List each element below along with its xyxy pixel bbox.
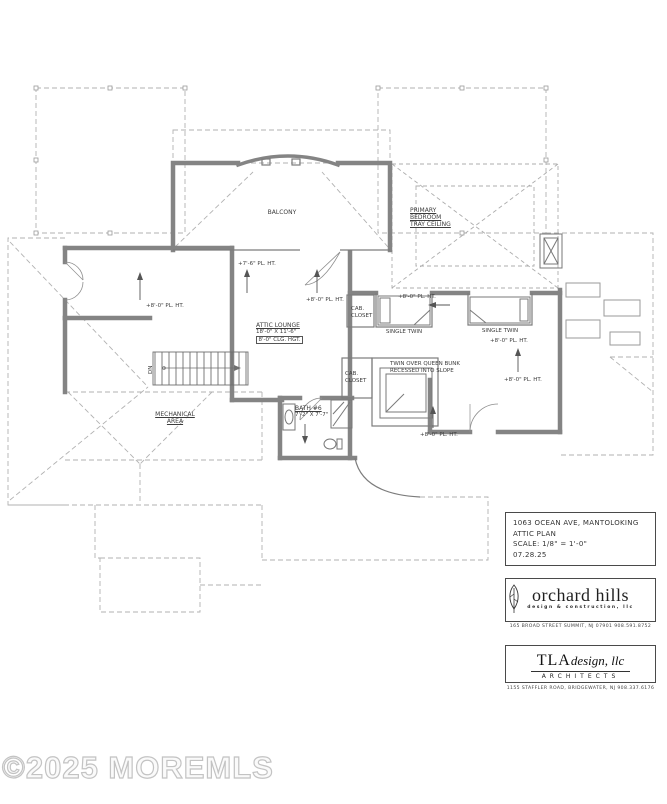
architect-address: 1155 STAFFLER ROAD, BRIDGEWATER, NJ 908.… [506, 686, 655, 691]
plate-height-label: +8'-0" PL. HT. [490, 338, 528, 344]
project-address: 1063 OCEAN AVE, MANTOLOKING [513, 519, 639, 527]
room-label-line: PRIMARY [410, 207, 437, 214]
room-label-line: TRAY CEILING [410, 221, 451, 228]
drawing-date: 07.28.25 [513, 550, 547, 559]
plate-height-label: +8'-0" PL. HT. [420, 432, 458, 438]
ceiling-height-note: 8'-0" CLG. HGT. [256, 335, 304, 344]
partitions [173, 158, 533, 498]
closet-label-2: CAB. CLOSET [345, 371, 366, 384]
mls-watermark: ©2025 MOREMLS [1, 749, 274, 785]
bed-label-single-twin-2: SINGLE TWIN [481, 328, 519, 334]
plate-height-label: +8'-0" PL. HT. [146, 303, 184, 309]
room-label-line: BEDROOM [410, 214, 442, 221]
bed-label-single-twin-1: SINGLE TWIN [385, 329, 423, 335]
room-label-balcony: BALCONY [267, 209, 297, 216]
room-label-bath: BATH #6 7'-2" X 7'-7" [295, 405, 328, 419]
drawing-scale: SCALE: 1/8" = 1'-0" [513, 540, 588, 548]
room-label-line: ATTIC LOUNGE [256, 322, 300, 329]
roof-outline [7, 87, 654, 613]
bunk-note-line: TWIN OVER QUEEN BUNK [390, 361, 461, 367]
architect-name-rest: design, llc [570, 653, 625, 668]
title-block-project: 1063 OCEAN AVE, MANTOLOKING ATTIC PLAN S… [505, 512, 656, 566]
plate-height-label: +7'-6" PL. HT. [238, 261, 276, 267]
title-block-builder: orchard hills design & construction, llc [505, 578, 656, 622]
drawing-title: ATTIC PLAN [513, 529, 557, 538]
room-label-attic-lounge: ATTIC LOUNGE 18'-0" X 11'-6" 8'-0" CLG. … [256, 322, 304, 344]
closet-label-line: CLOSET [345, 377, 367, 384]
room-label-mechanical: MECHANICAL AREA [146, 411, 204, 425]
plate-height-label: +8'-0" PL. HT. [504, 377, 542, 383]
room-label-line: BATH #6 [295, 405, 322, 412]
builder-name: orchard hills [532, 585, 629, 605]
title-block-architect: TLAdesign, llc ARCHITECTS [505, 645, 656, 683]
plate-height-label: +8'-0" PL. HT. [306, 297, 344, 303]
height-arrows [137, 269, 521, 444]
room-label-primary-bedroom: PRIMARY BEDROOM TRAY CEILING [410, 207, 451, 228]
builder-address: 165 BROAD STREET SUMMIT, NJ 07901 908.59… [509, 624, 652, 629]
stairs-down-label: DN [148, 365, 154, 374]
deck-post-ticks [33, 85, 549, 236]
misc-fixtures [539, 233, 641, 346]
builder-tagline: design & construction, llc [527, 605, 634, 610]
bunk-note: TWIN OVER QUEEN BUNK RECESSED INTO SLOPE [390, 361, 460, 374]
bunk-note-line: RECESSED INTO SLOPE [390, 367, 454, 374]
architect-initials: TLA [536, 652, 571, 669]
closet-label-1: CAB. CLOSET [351, 306, 372, 319]
room-dimensions: 18'-0" X 11'-6" [256, 329, 297, 335]
room-label-line: MECHANICAL [155, 411, 195, 418]
door-swings [64, 251, 499, 433]
bath-fixtures [282, 399, 353, 450]
architect-name: TLAdesign, llc [530, 650, 631, 672]
leaf-icon [509, 584, 519, 613]
plate-height-label: +8'-0" PL. HT. [398, 294, 436, 300]
closet-label-line: CAB. [345, 371, 359, 377]
stairs [152, 351, 249, 386]
beds [377, 295, 531, 419]
closet-label-line: CAB. [351, 306, 365, 312]
architect-tagline: ARCHITECTS [541, 673, 620, 680]
room-dimensions: 7'-2" X 7'-7" [295, 412, 329, 418]
room-label-line: AREA [166, 418, 184, 425]
closet-label-line: CLOSET [351, 312, 373, 319]
